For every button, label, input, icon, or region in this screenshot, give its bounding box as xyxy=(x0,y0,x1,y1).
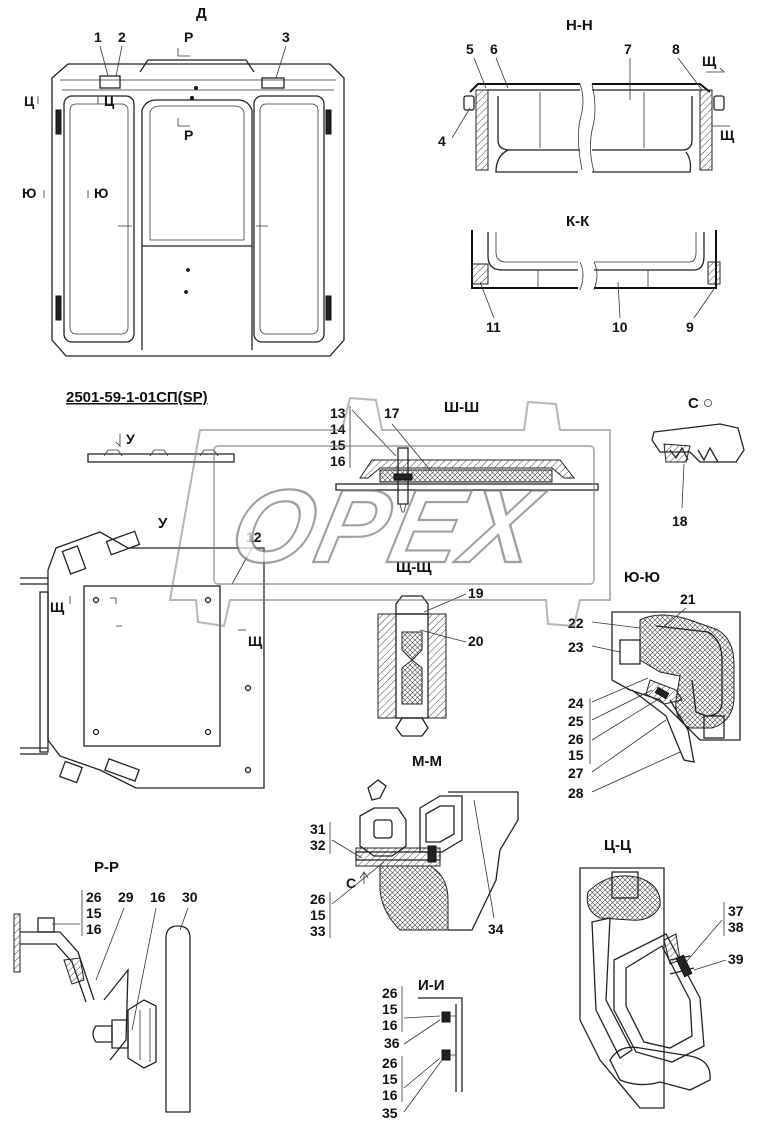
section-mark-u-strip: У xyxy=(126,431,135,447)
view-sh-sh: Ш-Ш 13 14 15 16 17 xyxy=(330,399,599,513)
section-mark-shch-top: Щ xyxy=(702,53,717,69)
yu-label-25: 25 xyxy=(568,713,584,729)
callout-1: 1 xyxy=(94,29,102,45)
callout-4: 4 xyxy=(438,133,446,149)
drawing-code: 2501-59-1-01СП(SP) xyxy=(66,389,208,406)
i-label-35: 35 xyxy=(382,1105,398,1121)
m-label-31: 31 xyxy=(310,821,326,837)
c-label-38: 38 xyxy=(728,919,744,935)
i-label-15b: 15 xyxy=(382,1071,398,1087)
view-s: С 18 xyxy=(651,395,745,529)
section-mark-ts-inner: Ц xyxy=(104,93,115,109)
i-label-16a: 16 xyxy=(382,1017,398,1033)
view-c-c: Ц-Ц 37 38 39 xyxy=(579,837,744,1109)
callout-22: 22 xyxy=(568,615,584,631)
view-title-m: М-М xyxy=(412,753,442,770)
callout-23: 23 xyxy=(568,639,584,655)
callout-21: 21 xyxy=(680,591,696,607)
callout-34: 34 xyxy=(488,921,504,937)
pr-label-26: 26 xyxy=(86,889,102,905)
callout-8: 8 xyxy=(672,41,680,57)
view-k-k: К-К 9 10 11 xyxy=(471,213,721,335)
callout-7: 7 xyxy=(624,41,632,57)
i-label-26a: 26 xyxy=(382,985,398,1001)
view-title-i: И-И xyxy=(418,977,445,994)
callout-11: 11 xyxy=(486,319,501,335)
callout-2: 2 xyxy=(118,29,126,45)
callout-30: 30 xyxy=(182,889,198,905)
view-n-n: Н-Н 4 5 6 7 8 Щ Щ xyxy=(438,17,735,173)
c-label-37: 37 xyxy=(728,903,744,919)
m-label-33: 33 xyxy=(310,923,326,939)
callout-29: 29 xyxy=(118,889,134,905)
view-r-r: Р-Р 26 15 16 29 16 30 xyxy=(13,859,198,1113)
callout-39: 39 xyxy=(728,951,744,967)
callout-28: 28 xyxy=(568,785,584,801)
view-title-r: Р-Р xyxy=(94,859,119,876)
callout-27: 27 xyxy=(568,765,584,781)
section-mark-shch-u-right: Щ xyxy=(248,633,263,649)
i-label-26b: 26 xyxy=(382,1055,398,1071)
i-label-16b: 16 xyxy=(382,1087,398,1103)
callout-17: 17 xyxy=(384,405,400,421)
m-label-32: 32 xyxy=(310,837,326,853)
sh-label-16: 16 xyxy=(330,453,346,469)
view-title-n: Н-Н xyxy=(566,17,593,34)
callout-6: 6 xyxy=(490,41,498,57)
i-label-36: 36 xyxy=(384,1035,400,1051)
callout-19: 19 xyxy=(468,585,484,601)
section-mark-shch-side: Щ xyxy=(720,127,735,143)
watermark-text: OPEX xyxy=(222,469,553,585)
section-mark-r-top: Р xyxy=(184,29,193,45)
view-d: Д 1 2 3 Р Р Ц Ц Ю Ю xyxy=(22,5,345,357)
yu-label-15: 15 xyxy=(568,747,584,763)
callout-5: 5 xyxy=(466,41,474,57)
callout-9: 9 xyxy=(686,319,694,335)
view-m-m: М-М 31 32 С 26 15 33 34 xyxy=(310,753,519,939)
pr-label-16: 16 xyxy=(86,921,102,937)
callout-3: 3 xyxy=(282,29,290,45)
view-title-u: У xyxy=(158,515,168,532)
view-i-i: И-И 26 15 16 36 26 15 16 35 xyxy=(382,977,463,1121)
view-title-s: С xyxy=(688,395,699,412)
view-title-yu: Ю-Ю xyxy=(624,569,660,586)
callout-12: 12 xyxy=(246,529,262,545)
section-mark-r-mid: Р xyxy=(184,127,193,143)
view-yu-yu: Ю-Ю 21 22 23 24 25 26 15 27 28 xyxy=(568,569,741,801)
watermark-logo: OPEX xyxy=(168,396,611,628)
callout-18: 18 xyxy=(672,513,688,529)
view-u: У У 12 Щ Щ xyxy=(20,431,265,789)
sh-label-13: 13 xyxy=(330,405,346,421)
section-mark-yu-inner: Ю xyxy=(94,185,108,201)
section-mark-s-m: С xyxy=(346,875,356,891)
view-title-k: К-К xyxy=(566,213,590,230)
view-title-d: Д xyxy=(196,5,207,22)
callout-16: 16 xyxy=(150,889,166,905)
view-shch-shch: Щ-Щ 19 20 xyxy=(377,559,484,737)
pr-label-15: 15 xyxy=(86,905,102,921)
view-title-sh: Ш-Ш xyxy=(444,399,479,416)
section-mark-shch-u-left: Щ xyxy=(50,599,65,615)
view-title-c: Ц-Ц xyxy=(604,837,631,854)
callout-10: 10 xyxy=(612,319,628,335)
section-mark-yu-left: Ю xyxy=(22,185,36,201)
yu-label-26: 26 xyxy=(568,731,584,747)
yu-label-24: 24 xyxy=(568,695,584,711)
m-label-26: 26 xyxy=(310,891,326,907)
view-title-shch: Щ-Щ xyxy=(396,559,432,576)
i-label-15a: 15 xyxy=(382,1001,398,1017)
callout-20: 20 xyxy=(468,633,484,649)
section-mark-ts-left: Ц xyxy=(24,93,35,109)
m-label-15: 15 xyxy=(310,907,326,923)
